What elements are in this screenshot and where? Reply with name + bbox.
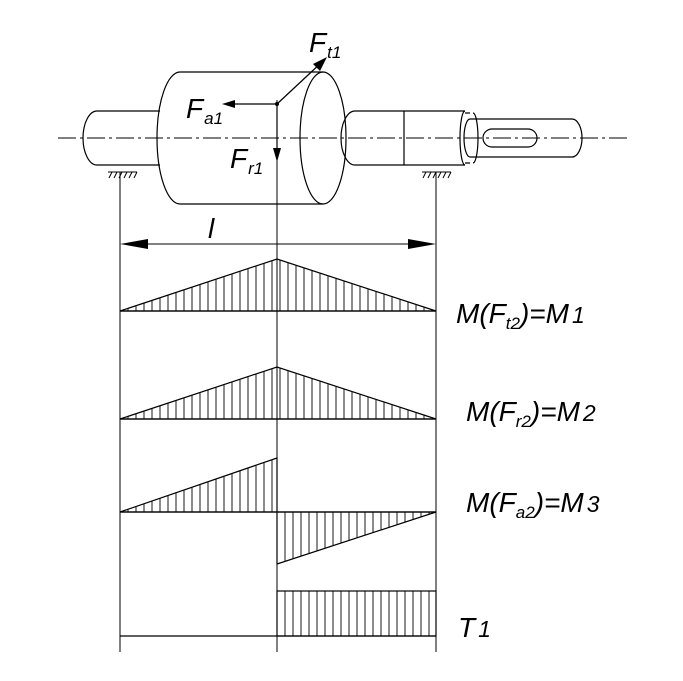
fa-label: Fa1 <box>186 93 223 128</box>
left-journal <box>82 110 160 166</box>
shaft-assembly: Ft1 Fa1 Fr1 <box>58 27 628 205</box>
right-shaft <box>340 110 465 166</box>
fr-label: Fr1 <box>230 143 263 178</box>
fa-arrowhead <box>222 100 235 108</box>
output-shaft-end <box>463 118 583 158</box>
ft-arrowhead <box>313 57 327 71</box>
span-dimension: l <box>120 213 436 249</box>
left-support <box>108 171 138 179</box>
shaft-shoulder <box>459 110 479 166</box>
keyway <box>482 128 538 148</box>
ft-arrow <box>276 61 323 105</box>
ft-label: Ft1 <box>309 27 341 62</box>
gear-face <box>299 71 324 205</box>
span-label: l <box>208 213 215 244</box>
